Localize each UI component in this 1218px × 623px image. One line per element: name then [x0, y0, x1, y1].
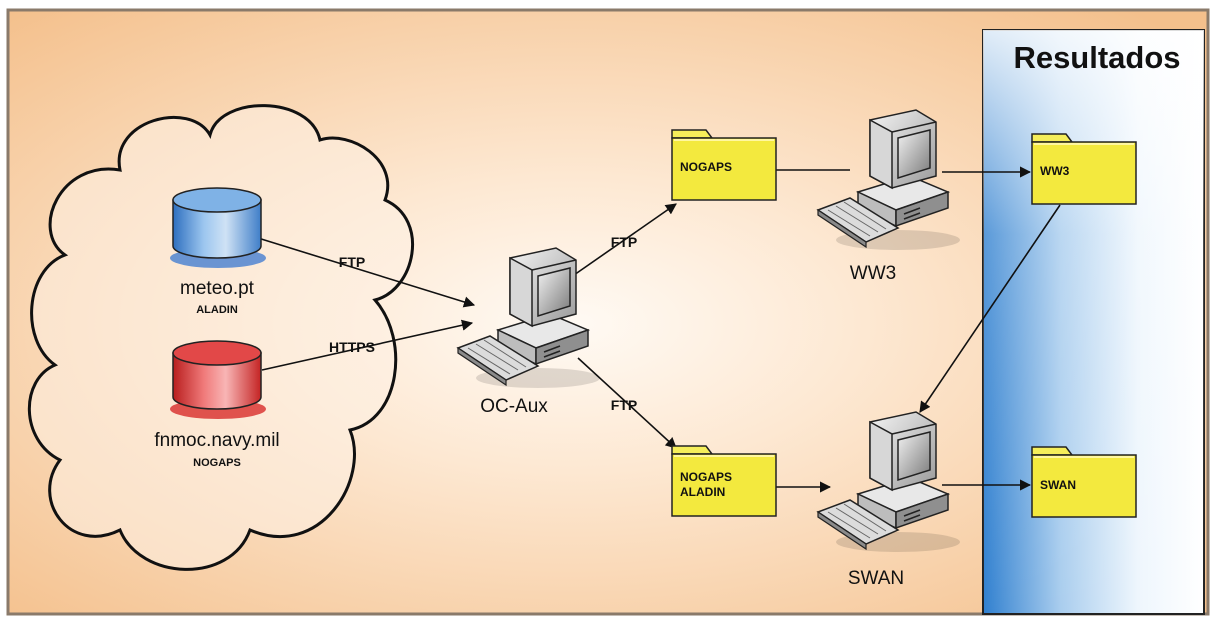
source-name-meteo: meteo.pt — [180, 278, 255, 299]
folder-ww3-input-label: NOGAPS — [680, 160, 732, 174]
protocol-label-ww3-folder: FTP — [611, 234, 637, 250]
results-panel-title: Resultados — [1013, 40, 1180, 75]
folder-swan-input-label-1: NOGAPS — [680, 470, 732, 484]
folder-icon-swan-input: NOGAPS ALADIN — [671, 445, 777, 517]
ww3-model-label: WW3 — [850, 263, 896, 284]
link-result-ww3-to-swan — [919, 204, 1061, 413]
connection-lines — [257, 166, 1061, 493]
folder-swan-input-label-2: ALADIN — [680, 485, 725, 499]
internet-cloud — [27, 104, 414, 571]
source-model-navy: NOGAPS — [193, 457, 241, 469]
folder-swan-result-label: SWAN — [1040, 478, 1076, 492]
database-meteo-icon — [170, 187, 266, 268]
link-hub-to-ww3-folder — [573, 203, 677, 276]
folder-icon-ww3-result: WW3 — [1031, 133, 1137, 205]
link-navy-to-hub — [261, 319, 474, 371]
folder-ww3-result-label: WW3 — [1040, 164, 1070, 178]
folder-icon-swan-result: SWAN — [1031, 446, 1137, 518]
source-name-navy: fnmoc.navy.mil — [154, 430, 279, 451]
results-panel: Resultados — [982, 29, 1205, 615]
swan-model-label: SWAN — [848, 568, 904, 589]
protocol-label-swan-folder: FTP — [611, 397, 637, 413]
link-meteo-to-hub — [257, 237, 476, 308]
database-navy-icon — [170, 340, 266, 419]
protocol-label-meteo: FTP — [339, 254, 365, 270]
source-model-meteo: ALADIN — [196, 304, 238, 316]
folder-icon-ww3-input: NOGAPS — [671, 129, 777, 201]
link-hub-to-swan-folder — [577, 357, 677, 449]
hub-label: OC-Aux — [480, 396, 548, 417]
protocol-label-navy: HTTPS — [329, 339, 375, 355]
